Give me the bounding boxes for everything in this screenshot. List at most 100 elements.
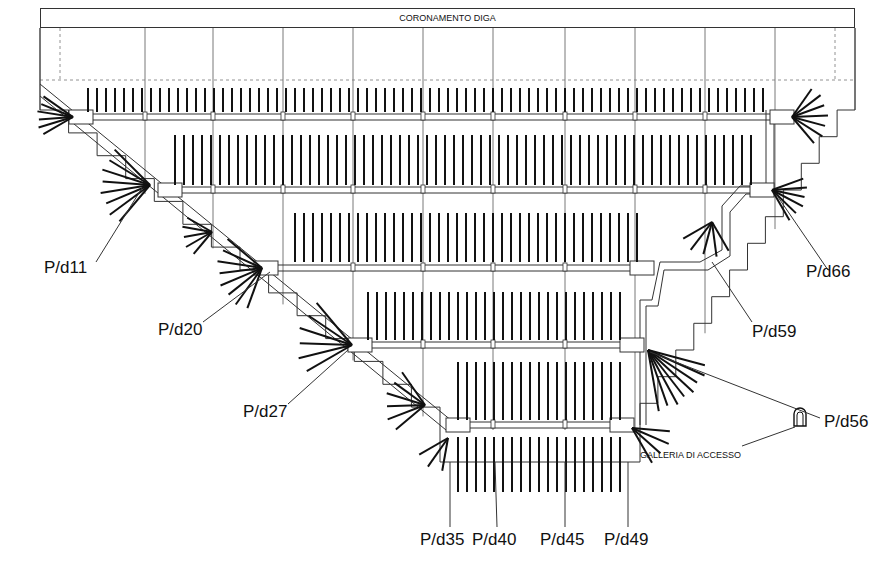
drain-hole <box>474 88 476 112</box>
drain-hole <box>339 213 341 262</box>
drain-hole <box>321 213 323 262</box>
drain-hole <box>393 88 395 112</box>
drain-hole <box>696 135 698 185</box>
gallery-chamber <box>770 110 794 124</box>
drain-fan <box>648 350 697 383</box>
drainage-gallery <box>162 187 770 188</box>
drain-hole <box>528 88 530 112</box>
drain-hole <box>529 362 531 420</box>
drain-hole <box>132 88 134 112</box>
drain-hole <box>546 213 548 262</box>
drain-hole <box>249 88 251 112</box>
drain-hole <box>723 135 725 185</box>
drain-hole <box>600 213 602 262</box>
drain-hole <box>552 135 554 185</box>
drain-hole <box>507 135 509 185</box>
drain-hole <box>502 437 504 492</box>
leader-line <box>450 462 451 527</box>
drain-hole <box>484 362 486 420</box>
drainage-gallery <box>162 193 770 194</box>
joint-mark <box>491 340 495 348</box>
drain-fan <box>228 239 262 268</box>
drain-fan <box>419 438 448 455</box>
drain-hole <box>411 88 413 112</box>
drain-hole <box>501 213 503 262</box>
drain-hole <box>183 135 185 185</box>
drain-hole <box>619 437 621 492</box>
drain-hole <box>255 135 257 185</box>
drain-hole <box>327 135 329 185</box>
drain-hole <box>516 135 518 185</box>
drain-hole <box>534 135 536 185</box>
drain-hole <box>372 135 374 185</box>
drain-fan <box>299 345 352 358</box>
drain-hole <box>492 88 494 112</box>
drain-hole <box>489 135 491 185</box>
joint-mark <box>491 263 495 271</box>
drain-hole <box>492 213 494 262</box>
drain-hole <box>502 292 504 340</box>
joint-mark <box>563 112 567 120</box>
gallery-chamber <box>750 183 774 197</box>
drain-hole <box>573 213 575 262</box>
gallery-chamber <box>610 418 634 432</box>
drain-hole <box>636 88 638 112</box>
drain-hole <box>547 362 549 420</box>
drain-hole <box>750 135 752 185</box>
drain-hole <box>330 88 332 112</box>
drain-hole <box>273 135 275 185</box>
drain-hole <box>582 88 584 112</box>
leader-line <box>495 462 497 527</box>
drainage-gallery <box>450 422 630 423</box>
drain-hole <box>699 88 701 112</box>
drainage-gallery <box>258 265 650 266</box>
drain-hole <box>448 292 450 340</box>
drain-hole <box>420 88 422 112</box>
joint-mark <box>351 112 355 120</box>
gallery-chamber <box>630 261 654 275</box>
drain-hole <box>537 88 539 112</box>
drain-hole <box>520 362 522 420</box>
drain-fan <box>101 185 150 193</box>
drain-hole <box>375 213 377 262</box>
drain-hole <box>591 88 593 112</box>
drain-hole <box>672 88 674 112</box>
drain-hole <box>565 362 567 420</box>
drain-hole <box>354 135 356 185</box>
joint-mark <box>211 185 215 193</box>
drain-fan <box>792 117 814 143</box>
drain-hole <box>318 135 320 185</box>
drain-hole <box>420 213 422 262</box>
drain-hole <box>592 362 594 420</box>
drain-hole <box>609 88 611 112</box>
drain-hole <box>177 88 179 112</box>
drain-hole <box>642 135 644 185</box>
drain-hole <box>570 135 572 185</box>
drain-hole <box>618 213 620 262</box>
drain-hole <box>520 437 522 492</box>
drain-hole <box>435 135 437 185</box>
drain-hole <box>471 135 473 185</box>
drain-hole <box>411 213 413 262</box>
drain-hole <box>744 88 746 112</box>
drain-hole <box>456 88 458 112</box>
drain-hole <box>582 213 584 262</box>
drain-hole <box>210 135 212 185</box>
gallery-chamber <box>446 418 470 432</box>
drain-hole <box>366 88 368 112</box>
joint-mark <box>563 263 567 271</box>
drain-hole <box>556 362 558 420</box>
drain-hole <box>600 88 602 112</box>
drain-hole <box>636 213 638 262</box>
leader-line <box>778 197 828 270</box>
drain-hole <box>195 88 197 112</box>
drain-hole <box>753 88 755 112</box>
drain-hole <box>669 135 671 185</box>
drain-hole <box>741 135 743 185</box>
drain-hole <box>462 135 464 185</box>
drain-fan <box>691 222 712 250</box>
drain-hole <box>556 437 558 492</box>
access-shaft <box>640 345 646 425</box>
drain-hole <box>384 88 386 112</box>
drain-hole <box>421 292 423 340</box>
